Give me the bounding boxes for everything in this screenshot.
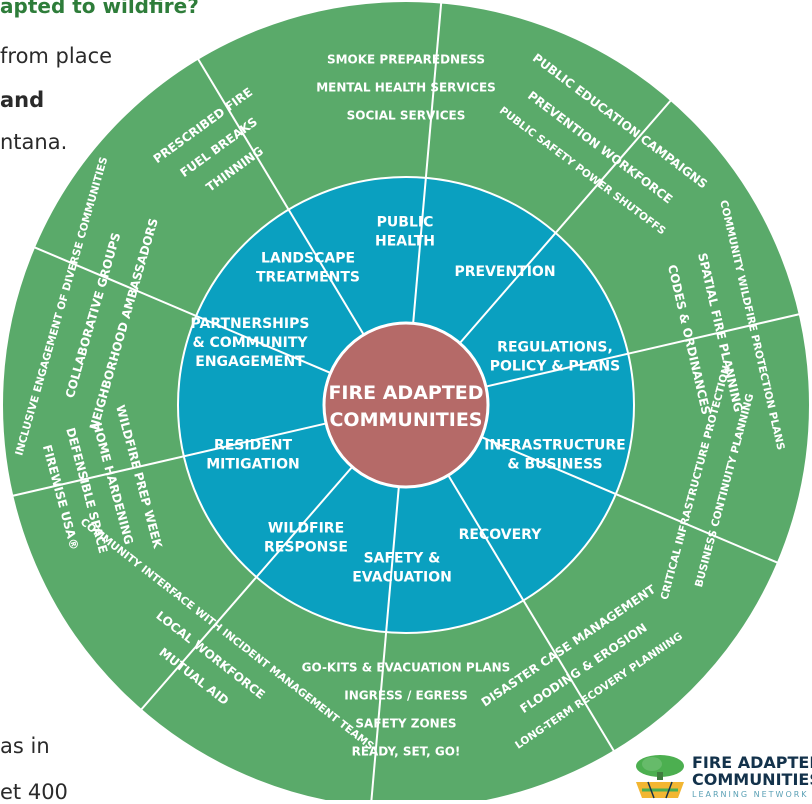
body-text-line: as in	[0, 734, 50, 758]
segment-divider	[370, 486, 400, 800]
outer-segment-item: INGRESS / EGRESS	[344, 689, 468, 703]
center-circle	[322, 321, 490, 489]
segment-divider	[197, 58, 365, 336]
segment-divider	[140, 466, 353, 711]
segment-divider	[412, 2, 443, 324]
middle-segment-label: RECOVERY	[459, 527, 543, 543]
middle-segment-label: PREVENTION	[454, 264, 555, 280]
middle-segment-label: SAFETY &EVACUATION	[352, 551, 452, 586]
outer-segment-item: GO-KITS & EVACUATION PLANS	[302, 661, 511, 675]
outer-segment-item: MENTAL HEALTH SERVICES	[316, 81, 496, 95]
logo-subtitle: LEARNING NETWORK	[692, 790, 809, 799]
segment-divider	[33, 246, 331, 374]
segment-divider	[481, 436, 779, 564]
segment-divider	[12, 422, 327, 497]
body-text-line: from place	[0, 44, 113, 68]
outer-segment-item: SAFETY ZONES	[355, 717, 456, 731]
segment-divider	[485, 313, 800, 388]
outer-segment-item: READY, SET, GO!	[352, 745, 461, 759]
page-heading: apted to wildfire?	[0, 0, 199, 18]
segment-divider	[459, 99, 672, 344]
middle-segment-label: INFRASTRUCTURE& BUSINESS	[484, 438, 625, 473]
middle-segment-label: REGULATIONS,POLICY & PLANS	[490, 340, 620, 375]
outer-segment-item: SOCIAL SERVICES	[347, 109, 466, 123]
segment-divider	[447, 474, 615, 752]
tree-logo-icon	[636, 755, 684, 799]
body-text-line: and	[0, 88, 45, 112]
body-text-line: ntana.	[0, 130, 68, 154]
outer-segment-item: SMOKE PREPAREDNESS	[327, 53, 485, 67]
